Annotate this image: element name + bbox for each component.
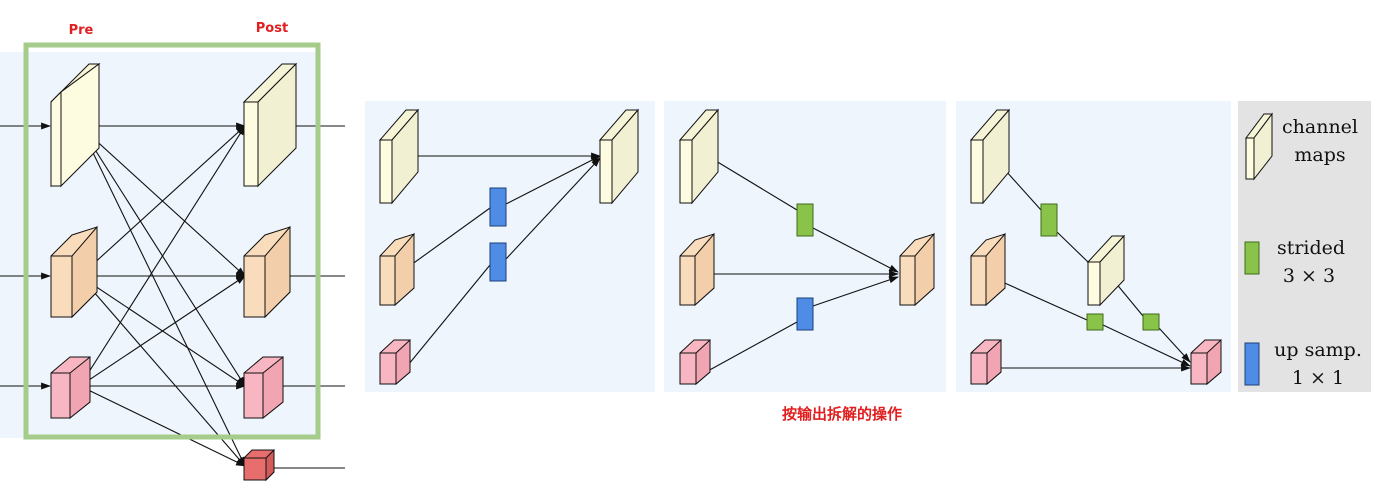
p3-strided-op-1 — [1040, 203, 1058, 237]
legend-upsample-line1: up samp. — [1274, 339, 1362, 361]
legend-channel-line1: channel — [1282, 116, 1358, 138]
p2-input-mid — [679, 232, 715, 307]
p3-strided-op-2 — [1086, 313, 1104, 331]
legend-channel-line2: maps — [1294, 144, 1345, 166]
p1-input-high — [378, 108, 420, 205]
p3-output-low — [1190, 338, 1222, 386]
post-map-high-res — [242, 62, 298, 188]
p1-input-mid — [379, 232, 415, 307]
fusion-edges — [79, 122, 246, 467]
p3-input-high — [969, 108, 1011, 205]
p3-intermediate-map — [1086, 234, 1126, 307]
p2-strided-op — [796, 203, 814, 237]
fusion-module-overview — [0, 42, 345, 482]
pre-map-mid-res — [50, 225, 98, 319]
legend-channel-map-icon — [1245, 112, 1273, 181]
p1-input-low — [379, 338, 411, 386]
p2-output-mid — [899, 232, 935, 307]
post-label: Post — [256, 21, 288, 36]
p2-upsample-op — [796, 297, 814, 331]
post-map-extra — [243, 448, 275, 482]
pre-map-high-res — [50, 63, 101, 188]
p3-strided-op-3 — [1142, 313, 1160, 331]
post-map-mid-res — [243, 225, 291, 319]
legend-upsample-icon — [1244, 342, 1260, 386]
caption-label: 按输出拆解的操作 — [782, 405, 902, 423]
legend-strided-icon — [1244, 241, 1260, 275]
p1-upsample-op-1 — [489, 187, 507, 227]
p3-input-low — [970, 338, 1002, 386]
legend-upsample-line2: 1 × 1 — [1292, 367, 1344, 389]
fusion-box — [23, 42, 321, 440]
p2-input-low — [679, 338, 711, 386]
panel-high-res-output — [378, 108, 640, 386]
panel-mid-res-output — [678, 108, 935, 386]
p1-output-high — [598, 108, 640, 205]
legend-strided-line1: strided — [1277, 237, 1345, 259]
p1-upsample-op-2 — [489, 242, 507, 282]
post-map-low-res — [243, 355, 284, 420]
panel-low-res-output — [969, 108, 1222, 386]
legend: channel maps strided 3 × 3 up samp. 1 × … — [1244, 112, 1362, 389]
legend-strided-line2: 3 × 3 — [1283, 265, 1335, 287]
pre-label: Pre — [69, 23, 94, 38]
p3-input-mid — [970, 232, 1006, 307]
pre-map-low-res — [50, 355, 91, 420]
p2-input-high — [678, 108, 720, 205]
